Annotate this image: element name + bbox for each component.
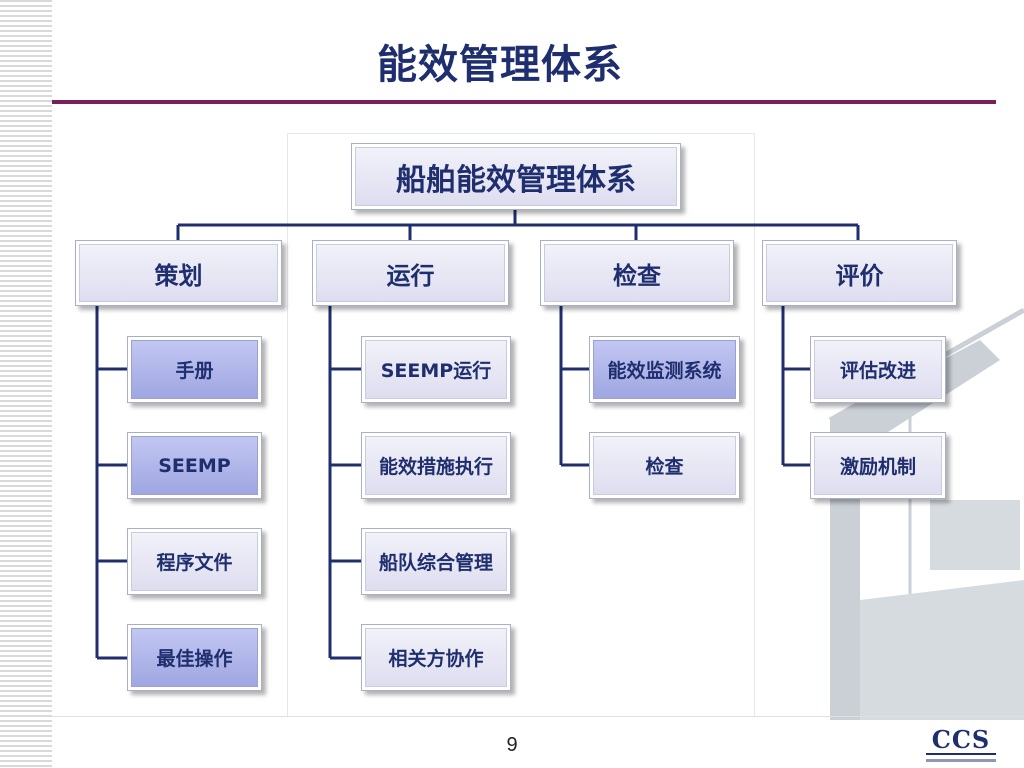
page-number: 9 [506, 734, 518, 756]
node-manual: 手册 [127, 336, 262, 403]
node-measure-execution: 能效措施执行 [361, 432, 511, 499]
node-procedure-files: 程序文件 [127, 528, 262, 595]
category-inspection: 检查 [540, 240, 734, 306]
node-incentive-mechanism: 激励机制 [810, 432, 946, 499]
slide-title: 能效管理体系 [377, 42, 623, 88]
node-seemp: SEEMP [127, 432, 262, 499]
logo-text: CCS [932, 725, 991, 754]
footer-divider [52, 716, 1024, 717]
title-divider [52, 100, 996, 104]
node-fleet-management: 船队综合管理 [361, 528, 511, 595]
category-operation: 运行 [312, 240, 509, 306]
category-planning: 策划 [75, 240, 282, 306]
root-node: 船舶能效管理体系 [351, 143, 681, 210]
node-monitoring-system: 能效监测系统 [589, 336, 740, 403]
node-assessment-improvement: 评估改进 [810, 336, 946, 403]
ccs-logo: CCS [926, 725, 996, 762]
node-stakeholder-collaboration: 相关方协作 [361, 624, 511, 691]
node-inspection: 检查 [589, 432, 740, 499]
category-evaluation: 评价 [762, 240, 957, 306]
node-seemp-operation: SEEMP运行 [361, 336, 511, 403]
node-best-practice: 最佳操作 [127, 624, 262, 691]
decorative-stripes [0, 0, 52, 768]
